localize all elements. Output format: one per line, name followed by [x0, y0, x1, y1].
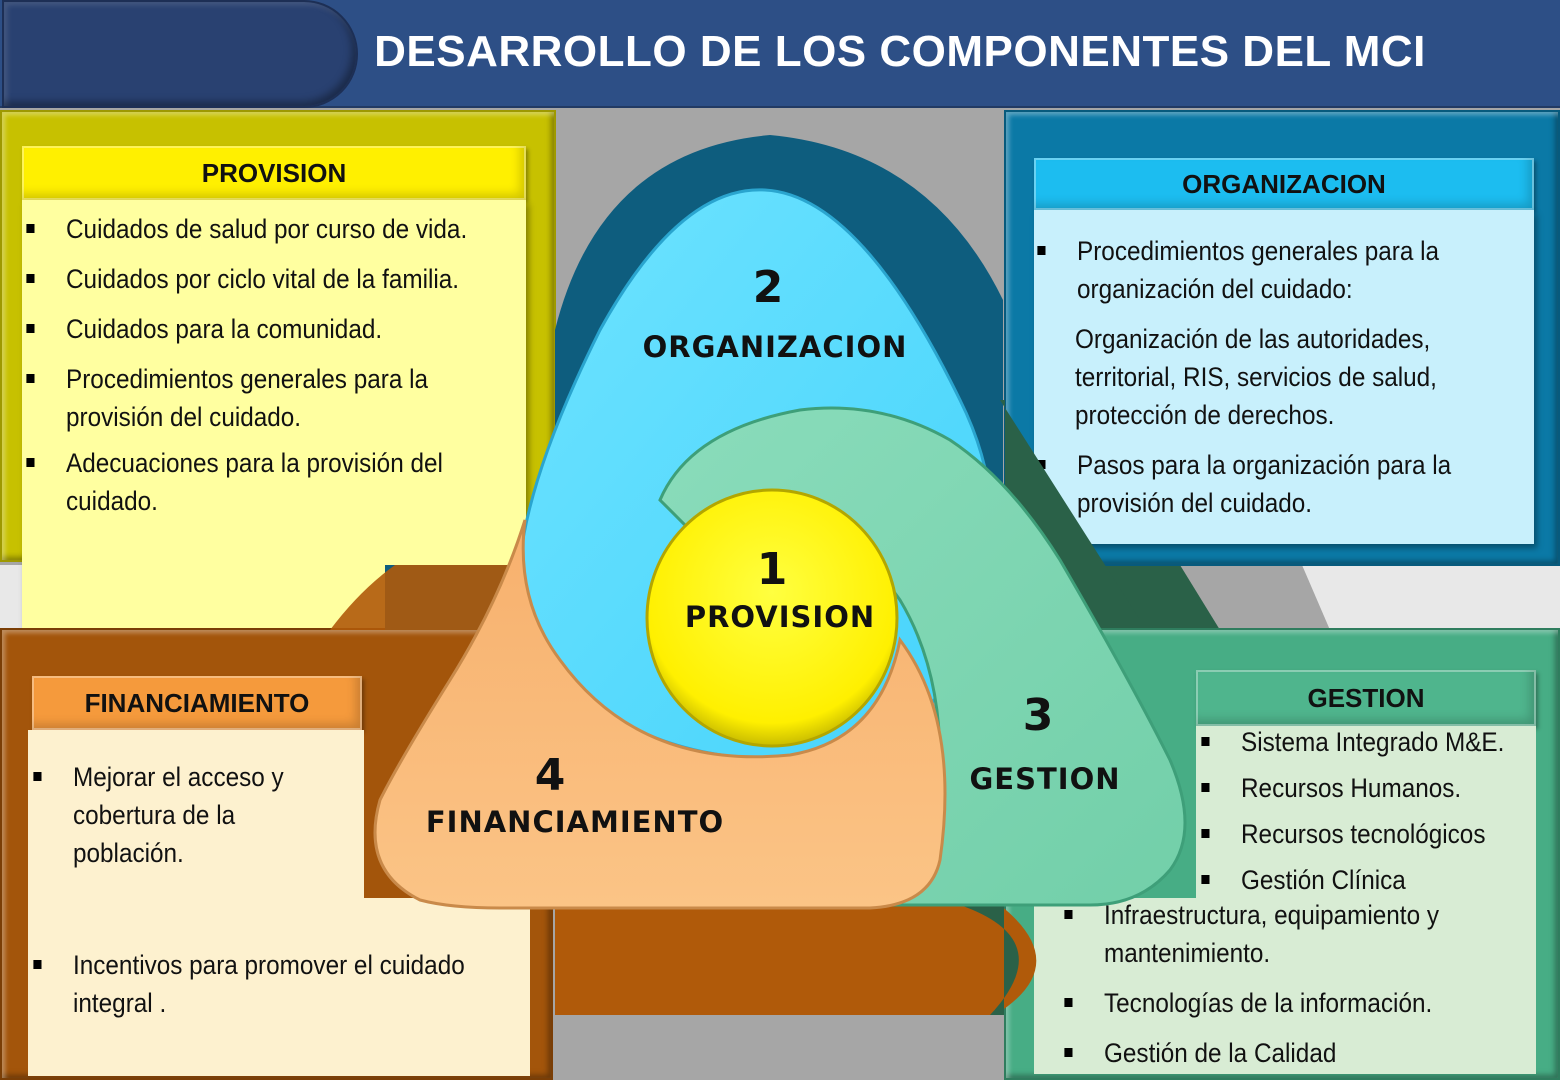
- bullet-icon: [1201, 783, 1210, 792]
- list-item: Recursos Humanos.: [1201, 769, 1504, 807]
- list-item: Cuidados para la comunidad.: [26, 310, 467, 348]
- bullet-icon: [33, 772, 42, 781]
- list-item: Adecuaciones para la provisión del: [26, 444, 467, 482]
- list-item-continuation: integral .: [73, 988, 167, 1018]
- list-item-continuation: provisión del cuidado.: [1077, 488, 1313, 518]
- list-item: Procedimientos generales para la: [1037, 232, 1451, 270]
- list-provision: Cuidados de salud por curso de vida. Cui…: [26, 210, 512, 520]
- list-item-continuation: población.: [73, 838, 184, 868]
- bullet-icon: [26, 324, 35, 333]
- bullet-icon: [26, 274, 35, 283]
- bullet-icon: [1201, 875, 1210, 884]
- list-subtext: territorial, RIS, servicios de salud,: [1075, 362, 1437, 392]
- organizacion-shadow-shape: [555, 135, 1003, 560]
- bullet-icon: [1064, 1048, 1073, 1057]
- bullet-icon: [1037, 460, 1046, 469]
- list-financiamiento: Mejorar el acceso y cobertura de la pobl…: [33, 758, 508, 1022]
- list-item-continuation: organización del cuidado:: [1077, 274, 1353, 304]
- list-item-continuation: cobertura de la: [73, 800, 236, 830]
- list-item: Cuidados de salud por curso de vida.: [26, 210, 467, 248]
- list-item: Sistema Integrado M&E.: [1201, 723, 1504, 761]
- provision-circle: [645, 488, 899, 748]
- bullet-icon: [26, 224, 35, 233]
- bullet-icon: [1037, 246, 1046, 255]
- list-item: Cuidados por ciclo vital de la familia.: [26, 260, 467, 298]
- list-gestion-top: Sistema Integrado M&E. Recursos Humanos.…: [1201, 723, 1534, 899]
- provision-number: 1: [756, 544, 788, 595]
- list-subtext: protección de derechos.: [1075, 400, 1335, 430]
- panel-heading-financiamiento: FINANCIAMIENTO: [32, 676, 362, 730]
- bullet-icon: [1201, 829, 1210, 838]
- panel-heading-provision: PROVISION: [22, 146, 526, 200]
- panel-body-financiamiento-bottom: [28, 898, 530, 1076]
- bullet-icon: [1064, 910, 1073, 919]
- list-gestion-bottom: Infraestructura, equipamiento y mantenim…: [1064, 896, 1476, 1072]
- bullet-icon: [26, 458, 35, 467]
- list-item: Gestión de la Calidad: [1064, 1034, 1439, 1072]
- list-item: Pasos para la organización para la: [1037, 446, 1451, 484]
- page-title: DESARROLLO DE LOS COMPONENTES DEL MCI: [374, 27, 1426, 76]
- organizacion-label: ORGANIZACION: [642, 330, 908, 364]
- list-organizacion: Procedimientos generales para la organiz…: [1037, 232, 1493, 522]
- list-item-continuation: provisión del cuidado.: [66, 402, 302, 432]
- panel-body-financiamiento-top: [28, 730, 364, 902]
- panel-body-gestion-top: [1196, 726, 1536, 898]
- list-item-continuation: mantenimiento.: [1104, 938, 1271, 968]
- list-item: Incentivos para promover el cuidado: [33, 946, 465, 984]
- panel-body-gestion-bottom: [1034, 898, 1536, 1074]
- panel-provision: PROVISION: [0, 110, 556, 644]
- panel-heading-gestion: GESTION: [1196, 670, 1536, 726]
- bullet-icon: [1064, 998, 1073, 1007]
- list-item-continuation: cuidado.: [66, 486, 158, 516]
- panel-heading-organizacion: ORGANIZACION: [1034, 158, 1534, 210]
- list-item: Gestión Clínica: [1201, 861, 1504, 899]
- list-item: Tecnologías de la información.: [1064, 984, 1439, 1022]
- provision-label: PROVISION: [684, 600, 876, 634]
- list-item: Procedimientos generales para la: [26, 360, 467, 398]
- organizacion-shape: [517, 188, 994, 762]
- bullet-icon: [33, 960, 42, 969]
- title-decoration-pill: [2, 0, 358, 108]
- bullet-icon: [1201, 737, 1210, 746]
- list-item: Recursos tecnológicos: [1201, 815, 1504, 853]
- bullet-icon: [26, 374, 35, 383]
- financiamiento-shadow-shape: [555, 900, 1037, 1015]
- list-item: Mejorar el acceso y: [33, 758, 465, 796]
- organizacion-number: 2: [752, 262, 784, 313]
- list-subtext: Organización de las autoridades,: [1075, 324, 1431, 354]
- panel-organizacion: ORGANIZACION: [1004, 110, 1560, 566]
- list-item: Infraestructura, equipamiento y: [1064, 896, 1439, 934]
- title-bar: DESARROLLO DE LOS COMPONENTES DEL MCI: [0, 0, 1560, 108]
